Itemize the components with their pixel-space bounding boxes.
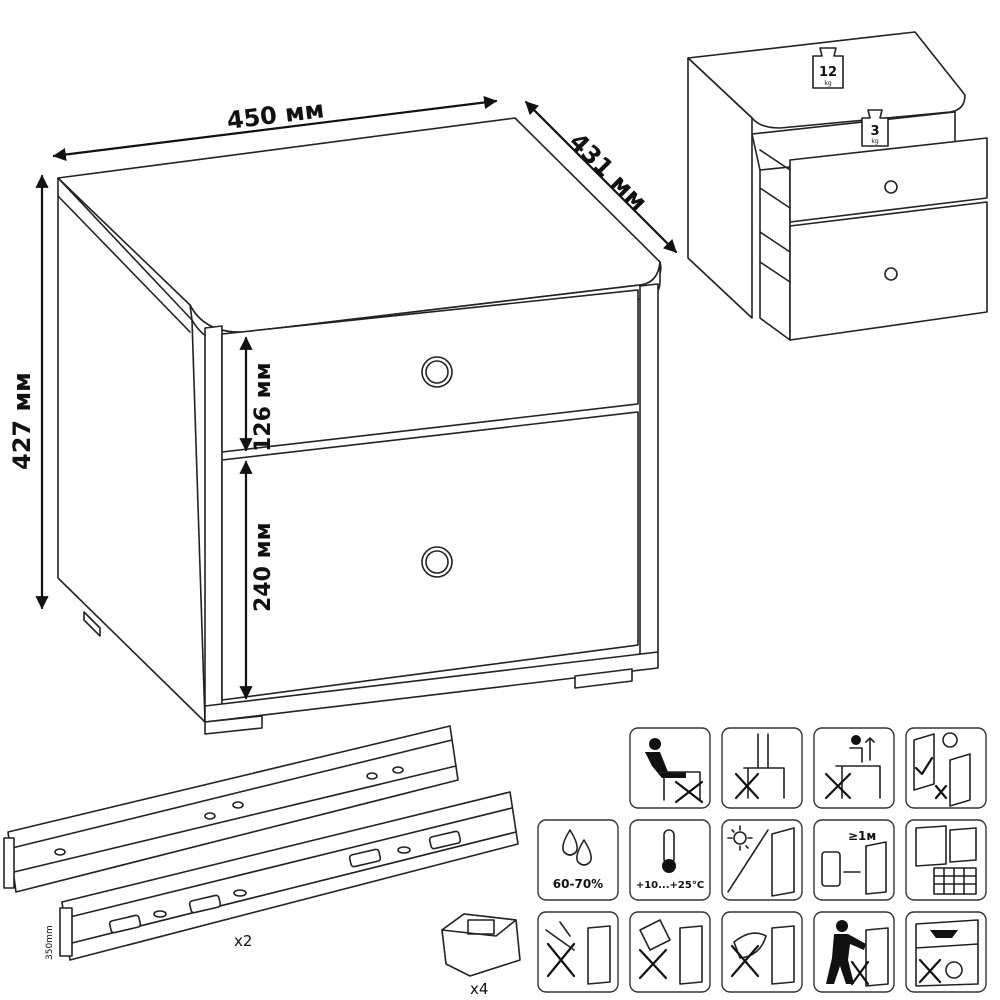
temperature-icon: +10...+25°C xyxy=(629,819,711,901)
no-sitting-icon xyxy=(629,727,711,809)
front-right-foot xyxy=(574,668,633,689)
bottom-drawer-knob xyxy=(421,546,453,578)
no-climbing-icon xyxy=(813,727,895,809)
slide-quantity: x2 xyxy=(234,932,252,950)
bottom-drawer-label: 240 мм xyxy=(251,522,276,612)
foot-quantity: x4 xyxy=(470,980,488,998)
top-drawer-label: 126 мм xyxy=(251,362,276,452)
rear-left-foot xyxy=(83,611,101,637)
sunlight-icon xyxy=(721,819,803,901)
depth-arrow xyxy=(524,100,678,254)
front-right-stile xyxy=(639,283,659,657)
front-left-stile xyxy=(204,325,223,723)
dimension-lines xyxy=(35,95,678,700)
height-label: 427 мм xyxy=(8,372,36,470)
width-label: 450 мм xyxy=(225,95,325,135)
no-sharp-tools-icon xyxy=(537,911,619,993)
open-drawer-front xyxy=(789,137,988,223)
no-abrasive-cloth-icon xyxy=(721,911,803,993)
panel-count-icon xyxy=(905,819,987,901)
slide-length-label: 350mm xyxy=(45,925,55,960)
nightstand-main-view xyxy=(57,117,662,735)
top-drawer-knob xyxy=(421,356,453,388)
svg-text:kg: kg xyxy=(871,138,878,145)
svg-text:+10...+25°C: +10...+25°C xyxy=(636,880,704,891)
foot-part: x4 xyxy=(441,913,521,998)
no-standing-icon xyxy=(721,727,803,809)
svg-text:60-70%: 60-70% xyxy=(553,877,603,891)
drawer-weight-icon: 3 kg xyxy=(861,109,889,147)
heater-distance-icon: ≥1м xyxy=(813,819,895,901)
no-heavy-load-icon xyxy=(905,911,987,993)
load-capacity-view: 12 kg 3 kg xyxy=(687,31,988,341)
wall-anchor-icon xyxy=(905,727,987,809)
top-weight-icon: 12 kg xyxy=(812,47,844,89)
front-left-foot xyxy=(204,715,263,735)
width-arrow xyxy=(52,95,498,162)
drawer-slides: 350mm x2 xyxy=(3,725,519,961)
no-pushing-icon xyxy=(813,911,895,993)
load-left-side xyxy=(687,57,753,319)
svg-text:≥1м: ≥1м xyxy=(848,829,876,843)
no-chemicals-icon xyxy=(629,911,711,993)
svg-text:12: 12 xyxy=(819,65,837,80)
humidity-icon: 60-70% xyxy=(537,819,619,901)
svg-text:3: 3 xyxy=(870,124,879,139)
care-icons: 60-70% +10...+25°C ≥1м xyxy=(537,727,987,993)
plinth xyxy=(204,651,659,723)
svg-text:kg: kg xyxy=(824,80,831,87)
